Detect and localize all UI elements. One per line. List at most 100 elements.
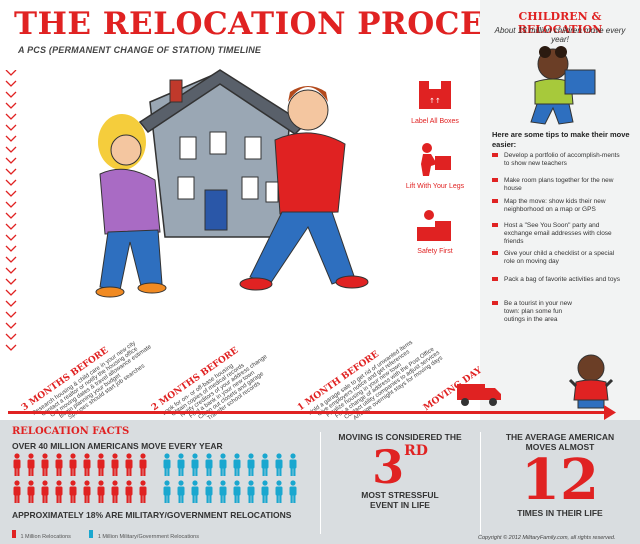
children-title: CHILDREN & RELOCATION: [517, 10, 603, 36]
person-icon: [125, 453, 133, 476]
legend-blue-swatch: [89, 529, 94, 538]
person-icon: [247, 453, 255, 476]
man-illustration: [239, 86, 369, 291]
person-icon: [83, 453, 91, 476]
stress-bottom-1: MOST STRESSFUL: [361, 490, 439, 501]
person-icon: [191, 480, 199, 503]
person-icon: [139, 480, 147, 503]
legend-1-label: 1 Million Relocations: [20, 534, 71, 540]
stress-suffix: RD: [404, 443, 428, 460]
tip-item: Host a "See You Soon" party and exchange…: [492, 222, 632, 246]
person-icon: [191, 453, 199, 476]
chevron-icon: [5, 344, 17, 351]
chevron-icon: [5, 146, 17, 153]
person-icon: [83, 480, 91, 503]
tip-bullet-icon: [492, 178, 498, 183]
chevron-icon: [5, 322, 17, 329]
chevron-icon: [5, 201, 17, 208]
person-icon: [27, 453, 35, 476]
chevron-icon: [5, 179, 17, 186]
person-icon: [205, 480, 213, 503]
children-subtitle: About 13 million children move every yea…: [494, 26, 626, 44]
moves-bottom: TIMES IN THEIR LIFE: [517, 508, 603, 519]
stress-rank: 3RD: [322, 444, 478, 490]
moves-number: 12: [521, 447, 599, 514]
svg-text:↑↑: ↑↑: [429, 97, 441, 105]
tip-text: Be a tourist in your new town: plan some…: [504, 300, 572, 324]
timeline-arrow-icon: [604, 405, 616, 420]
tip-item: Map the move: show kids their new neighb…: [492, 198, 632, 214]
moves-top-1: THE AVERAGE AMERICAN: [505, 432, 615, 442]
woman-illustration: [95, 114, 167, 298]
person-icon: [97, 480, 105, 503]
chevron-icon: [5, 212, 17, 219]
person-icon: [163, 480, 171, 503]
lift-icon: [421, 143, 451, 176]
person-icon: [69, 480, 77, 503]
chevron-icon: [5, 245, 17, 252]
chevron-icon: [5, 278, 17, 285]
person-icon: [177, 480, 185, 503]
moves-top-2: MOVES ALMOST: [525, 442, 595, 453]
person-icon: [41, 453, 49, 476]
tip-bullet-icon: [492, 153, 498, 158]
person-icon: [233, 453, 241, 476]
person-icon: [205, 453, 213, 476]
person-icon: [13, 453, 21, 476]
stress-top: MOVING IS CONSIDERED THE: [338, 432, 462, 442]
person-icon: [163, 453, 171, 476]
person-icon: [55, 453, 63, 476]
tip-text: Host a "See You Soon" party and exchange…: [504, 222, 612, 246]
page-subtitle: A PCS (PERMANENT CHANGE OF STATION) TIME…: [18, 45, 262, 55]
person-icon: [111, 480, 119, 503]
person-icon: [27, 480, 35, 503]
stress-number: 3: [372, 440, 405, 495]
tip-bullet-icon: [492, 199, 498, 204]
chevron-icon: [5, 91, 17, 98]
tip-text: Pack a bag of favorite activities and to…: [504, 276, 620, 283]
person-icon: [261, 480, 269, 503]
chevron-icon: [5, 234, 17, 241]
stress-stat: MOVING IS CONSIDERED THE 3RD MOST STRESS…: [322, 432, 478, 511]
chevron-icon: [5, 333, 17, 340]
person-icon: [111, 453, 119, 476]
person-icon: [41, 480, 49, 503]
stress-bottom-2: EVENT IN LIFE: [370, 500, 430, 511]
chevron-icon: [5, 223, 17, 230]
tip-bullet-icon: [492, 277, 498, 282]
facts-title: RELOCATION FACTS: [12, 426, 130, 437]
moving-couple-illustration: [95, 69, 369, 298]
person-icon: [219, 480, 227, 503]
person-icon: [275, 453, 283, 476]
person-icon: [13, 480, 21, 503]
chevron-icon: [5, 157, 17, 164]
tip-item: Pack a bag of favorite activities and to…: [492, 276, 632, 284]
safety-icon: [417, 210, 451, 241]
person-icon: [97, 453, 105, 476]
person-icon: [125, 480, 133, 503]
person-icon: [247, 480, 255, 503]
person-icon: [177, 453, 185, 476]
chevron-icon: [5, 311, 17, 318]
americans-move-text: OVER 40 MILLION AMERICANS MOVE EVERY YEA…: [12, 441, 223, 451]
moving-truck-icon: [457, 384, 501, 406]
chevron-icon: [5, 190, 17, 197]
chevron-icon: [5, 124, 17, 131]
tip-text: Develop a portfolio of accomplish-ments …: [504, 152, 620, 168]
pictogram-legend: 1 Million Relocations 1 Million Military…: [12, 525, 199, 543]
military-percent-text: APPROXIMATELY 18% ARE MILITARY/GOVERNMEN…: [12, 510, 292, 520]
person-icon: [233, 480, 241, 503]
tip-text: Map the move: show kids their new neighb…: [504, 198, 606, 214]
moves-stat: THE AVERAGE AMERICAN MOVES ALMOST 12 TIM…: [482, 432, 638, 519]
chevron-icon: [5, 80, 17, 87]
chevron-icon: [5, 300, 17, 307]
safety-tip: Safety First: [395, 205, 475, 255]
safety-label: Safety First: [417, 248, 453, 255]
label-boxes-label: Label All Boxes: [411, 118, 459, 125]
timeline-chevrons: [5, 69, 17, 360]
person-icon: [289, 480, 297, 503]
tip-bullet-icon: [492, 301, 498, 306]
tip-bullet-icon: [492, 251, 498, 256]
tip-item: Give your child a checklist or a special…: [492, 250, 632, 266]
chevron-icon: [5, 256, 17, 263]
